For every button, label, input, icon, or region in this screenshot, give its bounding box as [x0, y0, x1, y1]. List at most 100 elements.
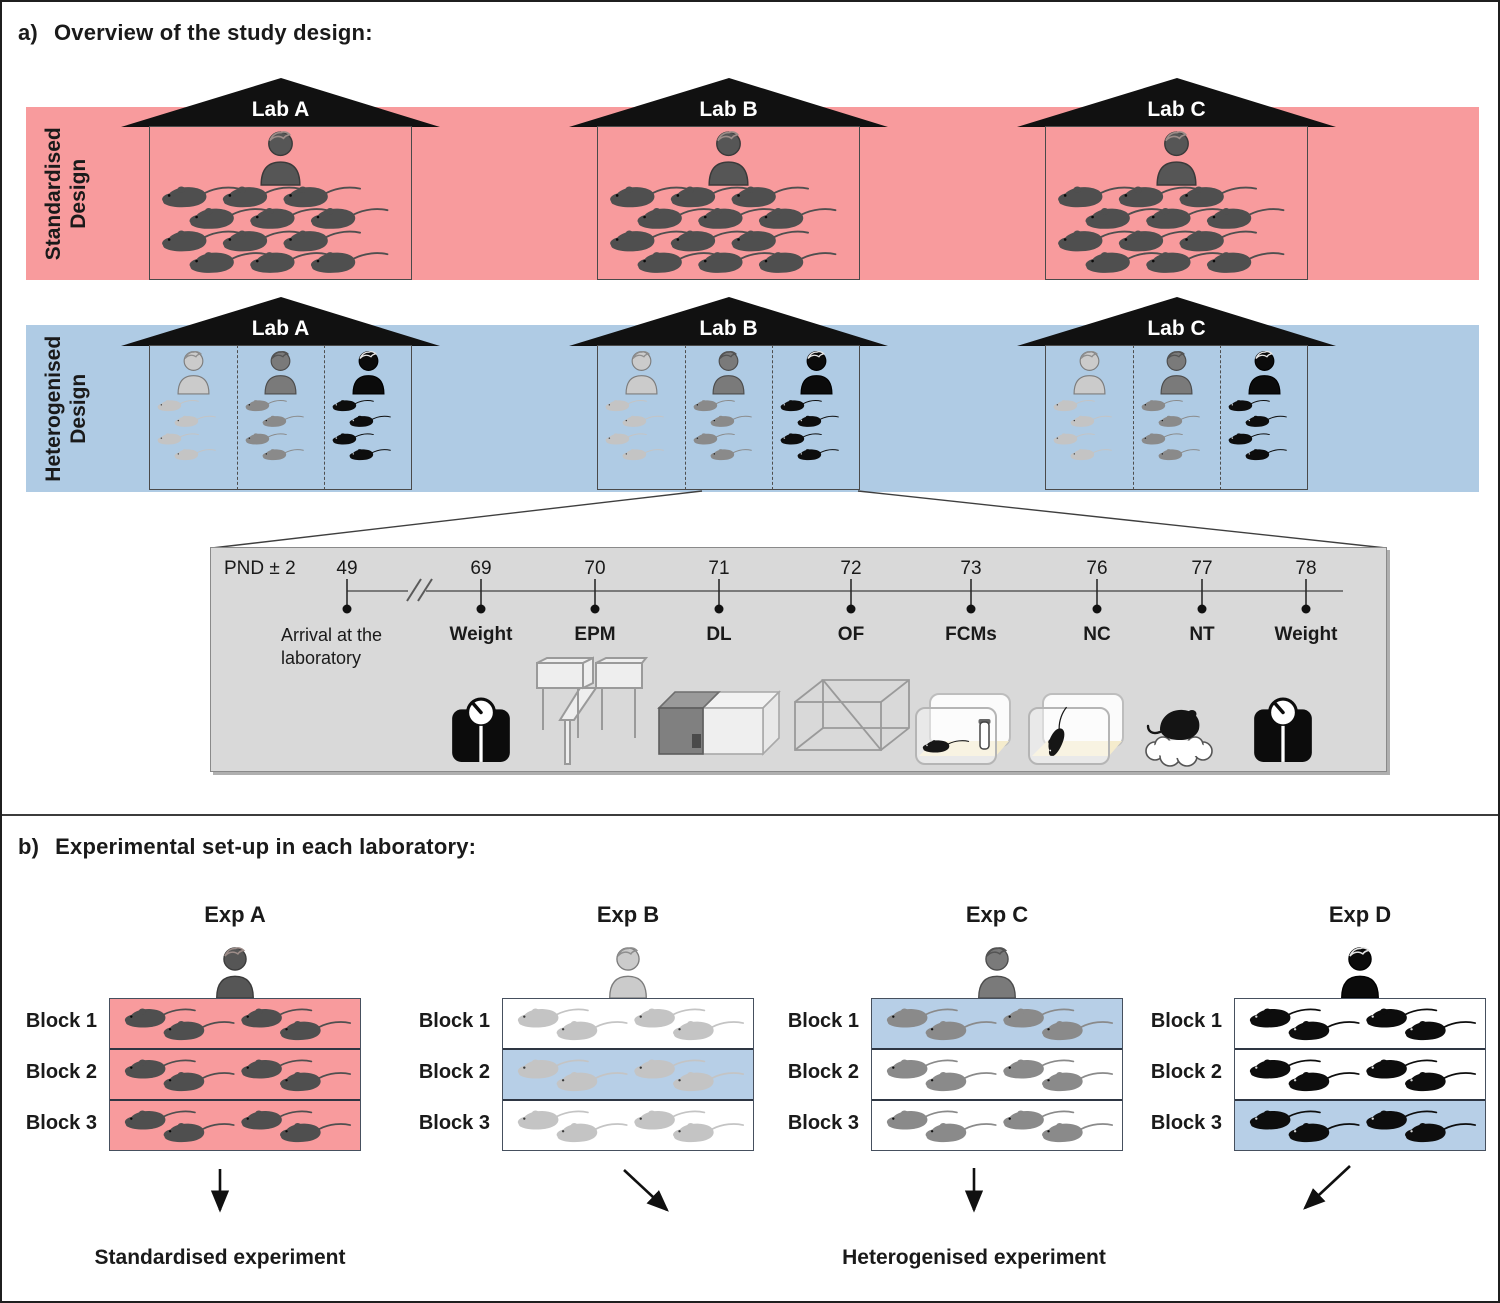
section-a-label: a): [18, 20, 38, 45]
experimenter-light-icon: [625, 351, 658, 395]
compartment-divider: [236, 345, 238, 490]
experimenter-icon: [260, 131, 301, 186]
block-row: [110, 1048, 360, 1099]
roof-icon: [121, 78, 440, 127]
tick-day: 69: [470, 558, 492, 579]
tick-day: 49: [336, 558, 358, 579]
experiment-name: Exp A: [204, 902, 266, 927]
block-row: [110, 1099, 360, 1150]
mouse-group-black-icon: [779, 399, 845, 478]
block-stack: [109, 998, 361, 1151]
block-row: [872, 1048, 1122, 1099]
block-label: Block 3: [25, 1112, 97, 1134]
roof-icon: [121, 297, 440, 346]
weight-scale-icon: [1254, 697, 1312, 762]
exp-d-arrow: [1303, 1165, 1351, 1210]
block-label: Block 3: [1150, 1112, 1222, 1134]
standardised-design-label: Standardised Design: [42, 126, 91, 261]
lab-room: [1045, 126, 1308, 280]
section-a-title: a)Overview of the study design:: [18, 20, 373, 45]
block-stack: [871, 998, 1123, 1151]
mouse-row-icon: [122, 1007, 350, 1048]
mouse-row-icon: [884, 1058, 1112, 1099]
mouse-group-medium-icon: [1140, 399, 1206, 478]
lab-room: [597, 126, 860, 280]
tick-label: Weight: [449, 624, 513, 645]
mouse-row-icon: [1247, 1007, 1475, 1048]
roof-icon: [1017, 297, 1336, 346]
experimenter-medium-icon: [1160, 351, 1193, 395]
experimenter-icon: [1340, 947, 1380, 999]
experimenter-icon: [1156, 131, 1197, 186]
open-field-icon: [794, 679, 910, 752]
block-stack: [502, 998, 754, 1151]
mouse-row-icon: [122, 1058, 350, 1099]
experimenter-light-icon: [1073, 351, 1106, 395]
mouse-group-medium-icon: [244, 399, 310, 478]
block-row: [110, 999, 360, 1048]
experiment-name: Exp C: [965, 902, 1029, 927]
compartment-divider: [684, 345, 686, 490]
block-label: Block 2: [787, 1061, 859, 1083]
mouse-row-icon: [1247, 1109, 1475, 1150]
section-divider: [2, 814, 1498, 816]
lab-name: Lab A: [251, 98, 310, 121]
mouse-group-light-icon: [1052, 399, 1118, 478]
block-label: Block 2: [1150, 1061, 1222, 1083]
weight-scale-icon: [452, 697, 510, 762]
experiment-name: Exp B: [596, 902, 660, 927]
experiment-name: Exp D: [1328, 902, 1392, 927]
fcm-sampling-cage-icon: [915, 693, 1011, 765]
heterogenised-design-label: Heterogenised Design: [42, 335, 90, 482]
mouse-group-light-icon: [604, 399, 670, 478]
elevated-plus-maze-icon: [536, 656, 649, 765]
lab-room: [149, 345, 412, 490]
exp-b-arrow: [623, 1169, 669, 1212]
block-label: Block 3: [787, 1112, 859, 1134]
tick-day: 76: [1086, 558, 1108, 579]
tick-label: NC: [1083, 624, 1111, 645]
block-row: [872, 1099, 1122, 1150]
mouse-group-light-icon: [156, 399, 222, 478]
zoom-funnel-left-line: [211, 490, 703, 549]
heterogenised-experiment-caption: Heterogenised experiment: [842, 1246, 1106, 1269]
experimenter-medium-icon: [712, 351, 745, 395]
experimenter-light-icon: [177, 351, 210, 395]
lab-room: [149, 126, 412, 280]
mouse-group-black-icon: [1227, 399, 1293, 478]
lab-name: Lab B: [699, 317, 758, 340]
block-label: Block 2: [25, 1061, 97, 1083]
mouse-row-icon: [515, 1058, 743, 1099]
tick-day: 78: [1295, 558, 1317, 579]
block-label: Block 3: [418, 1112, 490, 1134]
tick-day: 71: [708, 558, 730, 579]
nest-with-mouse-icon: [1145, 709, 1213, 767]
experimenter-medium-icon: [264, 351, 297, 395]
mouse-row-icon: [884, 1109, 1112, 1150]
experimenter-icon: [608, 947, 648, 999]
compartment-divider: [772, 345, 774, 490]
tick-label-arrival: Arrival at the laboratory: [281, 625, 383, 668]
lab-room: [1045, 345, 1308, 490]
experimenter-icon: [977, 947, 1017, 999]
block-row: [1235, 1048, 1485, 1099]
timeline-axis: [342, 578, 1343, 614]
lab-room: [597, 345, 860, 490]
block-row: [503, 999, 753, 1048]
experimenter-black-icon: [800, 351, 833, 395]
block-label: Block 1: [787, 1010, 859, 1032]
roof-icon: [1017, 78, 1336, 127]
dark-light-box-icon: [657, 690, 781, 756]
block-label: Block 1: [1150, 1010, 1222, 1032]
block-row: [503, 1099, 753, 1150]
experimenter-icon: [215, 947, 255, 999]
tick-day: 70: [584, 558, 606, 579]
block-stack: [1234, 998, 1486, 1151]
mouse-row-icon: [122, 1109, 350, 1150]
roof-icon: [569, 78, 888, 127]
experimenter-icon: [708, 131, 749, 186]
mouse-row-icon: [1247, 1058, 1475, 1099]
block-row: [1235, 999, 1485, 1048]
roof-icon: [569, 297, 888, 346]
standardised-experiment-caption: Standardised experiment: [94, 1246, 346, 1269]
